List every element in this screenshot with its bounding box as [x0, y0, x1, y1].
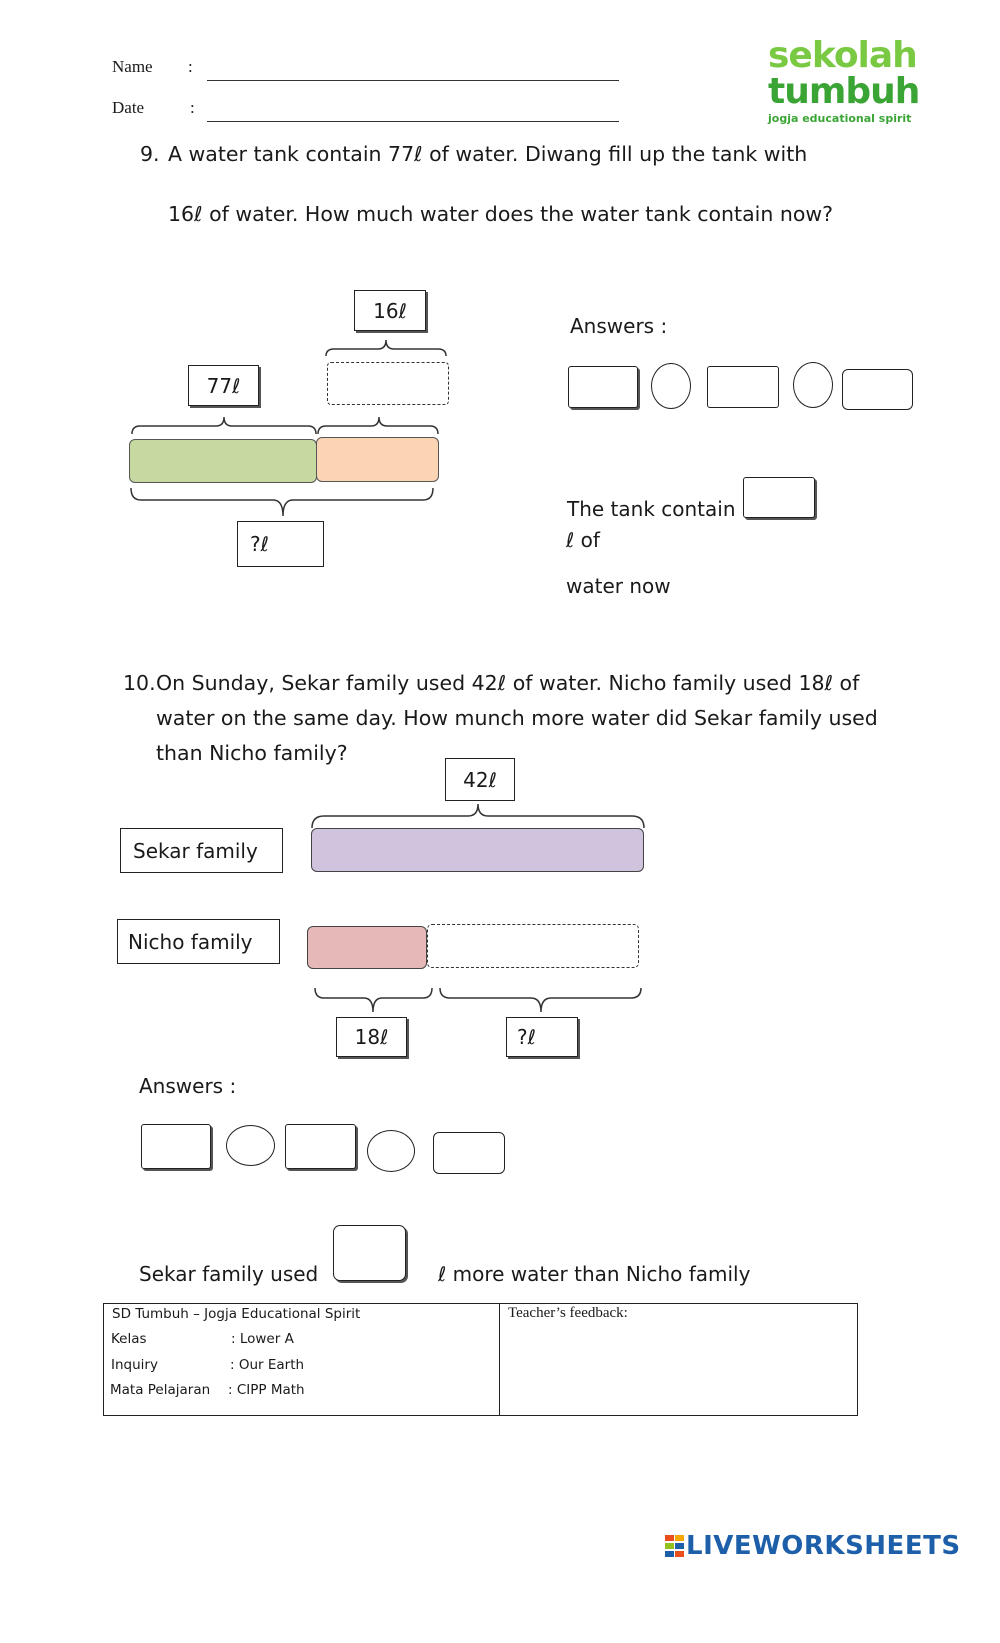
- logo-tagline: jogja educational spirit: [768, 112, 912, 125]
- q10-sekar-label-box: Sekar family: [120, 828, 283, 873]
- q10-text-line3: than Nicho family?: [156, 741, 348, 765]
- q10-result-suffix: ℓ more water than Nicho family: [438, 1262, 751, 1286]
- liveworksheets-watermark: LIVEWORKSHEETS: [664, 1531, 961, 1561]
- q10-result-input[interactable]: [333, 1225, 406, 1281]
- q10-sekar-label: Sekar family: [133, 838, 258, 863]
- q9-label-77: 77ℓ: [188, 365, 259, 406]
- q10-text-line2: water on the same day. How munch more wa…: [156, 706, 878, 730]
- q10-bar-sekar: [311, 828, 644, 872]
- q9-number: 9.: [140, 142, 160, 166]
- inquiry-value: : Our Earth: [230, 1357, 305, 1373]
- name-field[interactable]: [207, 80, 619, 81]
- school-logo: sekolah tumbuh jogja educational spirit: [768, 35, 920, 128]
- q10-nicho-label-box: Nicho family: [117, 919, 280, 964]
- q9-label-77-text: 77ℓ: [206, 373, 241, 398]
- q9-result-suffix: water now: [566, 574, 671, 598]
- q9-answer-operator-2[interactable]: [793, 362, 833, 408]
- q10-answer-result[interactable]: [433, 1132, 505, 1174]
- name-colon: :: [188, 57, 193, 76]
- q9-label-16-text: 16ℓ: [373, 298, 407, 323]
- q9-bar-green: [129, 439, 317, 483]
- date-label: Date: [112, 98, 145, 117]
- q9-label-16: 16ℓ: [354, 290, 426, 331]
- kelas-value: : Lower A: [231, 1331, 294, 1347]
- mapel-label: Mata Pelajaran: [110, 1382, 211, 1398]
- q9-brace-bottom: [130, 487, 434, 517]
- info-table: SD Tumbuh – Jogja Educational Spirit Kel…: [103, 1303, 858, 1416]
- q9-label-total-text: ?ℓ: [250, 532, 269, 556]
- q10-bar-nicho: [307, 926, 427, 969]
- logo-text-tumbuh: tumbuh: [768, 71, 920, 112]
- q10-label-diff: ?ℓ: [506, 1017, 578, 1057]
- q10-unknown-bar[interactable]: [427, 924, 639, 968]
- q9-bar-orange: [316, 437, 439, 482]
- q10-text-line1: On Sunday, Sekar family used 42ℓ of wate…: [156, 671, 860, 695]
- q10-label-42-text: 42ℓ: [463, 767, 497, 792]
- q10-label-diff-text: ?ℓ: [517, 1025, 536, 1049]
- q9-brace-left: [131, 416, 317, 435]
- q9-answer-box-2[interactable]: [707, 366, 779, 408]
- q9-result-input[interactable]: [743, 477, 815, 518]
- q9-answer-operator-1[interactable]: [651, 363, 691, 409]
- q9-answers-label: Answers :: [570, 314, 668, 338]
- mapel-value: : CIPP Math: [228, 1382, 305, 1398]
- q10-number: 10.: [123, 671, 156, 695]
- date-field[interactable]: [207, 121, 619, 122]
- q10-brace-nicho: [314, 987, 433, 1013]
- q10-result-prefix: Sekar family used: [139, 1262, 319, 1286]
- q9-unknown-box[interactable]: [327, 362, 449, 405]
- table-divider: [499, 1304, 500, 1415]
- kelas-label: Kelas: [111, 1331, 147, 1347]
- q9-answer-box-1[interactable]: [568, 366, 638, 408]
- q10-brace-diff: [439, 987, 642, 1013]
- q10-label-18-text: 18ℓ: [354, 1025, 389, 1049]
- q9-brace-right: [317, 416, 439, 435]
- q9-text-line2: 16ℓ of water. How much water does the wa…: [168, 202, 834, 226]
- q9-result-unit: ℓ of: [566, 528, 600, 552]
- name-label: Name: [112, 57, 153, 76]
- q9-brace-top: [325, 339, 447, 357]
- q10-answer-box-2[interactable]: [285, 1124, 356, 1169]
- q9-result-prefix: The tank contain: [567, 497, 736, 521]
- q10-answer-operator-1[interactable]: [226, 1125, 275, 1166]
- q10-nicho-label: Nicho family: [128, 929, 253, 954]
- inquiry-label: Inquiry: [111, 1357, 158, 1373]
- date-colon: :: [190, 98, 195, 117]
- liveworksheets-text: LIVEWORKSHEETS: [686, 1531, 961, 1561]
- teacher-feedback-label: Teacher’s feedback:: [508, 1305, 628, 1321]
- liveworksheets-logo-icon: [665, 1535, 684, 1557]
- q10-answer-operator-2[interactable]: [367, 1130, 415, 1172]
- q9-answer-result[interactable]: [842, 369, 913, 410]
- logo-text-sekolah: sekolah: [768, 35, 918, 76]
- q10-answer-box-1[interactable]: [141, 1124, 211, 1169]
- q10-answers-label: Answers :: [139, 1074, 237, 1098]
- q10-label-42: 42ℓ: [445, 758, 515, 801]
- q10-label-18: 18ℓ: [336, 1017, 407, 1057]
- q10-brace-top: [311, 803, 645, 829]
- q9-label-total: ?ℓ: [237, 521, 324, 567]
- q9-text-line1: A water tank contain 77ℓ of water. Diwan…: [168, 142, 808, 166]
- school-name: SD Tumbuh – Jogja Educational Spirit: [112, 1306, 361, 1322]
